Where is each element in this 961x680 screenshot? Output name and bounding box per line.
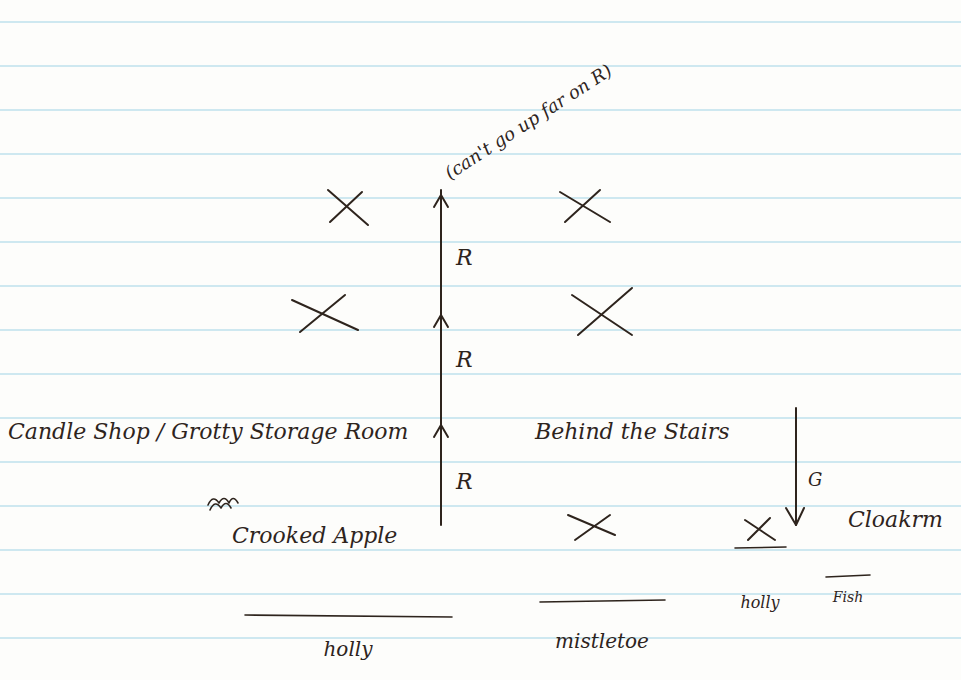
room-name: Candle Shop / Grotty Storage Room [8,420,408,444]
route-arrow [434,190,448,525]
direction-letter: R [456,348,473,372]
scribble [208,499,238,511]
direction-letter: R [456,246,473,270]
item-label: mistletoe [555,630,649,652]
note: (can't go up far on R) [441,61,615,184]
direction-letter: G [808,470,822,490]
ruled-lines [0,22,961,638]
item-label: holly [740,594,779,612]
room-name: Cloakrm [848,508,943,532]
underlines [245,547,870,617]
room-name: Behind the Stairs [535,420,730,444]
room-name: Crooked Apple [232,524,397,548]
down-arrow [786,408,804,525]
item-label: holly [323,638,372,660]
x-marks [292,190,775,540]
item-label: Fish [833,590,863,605]
direction-letter: R [456,470,473,494]
